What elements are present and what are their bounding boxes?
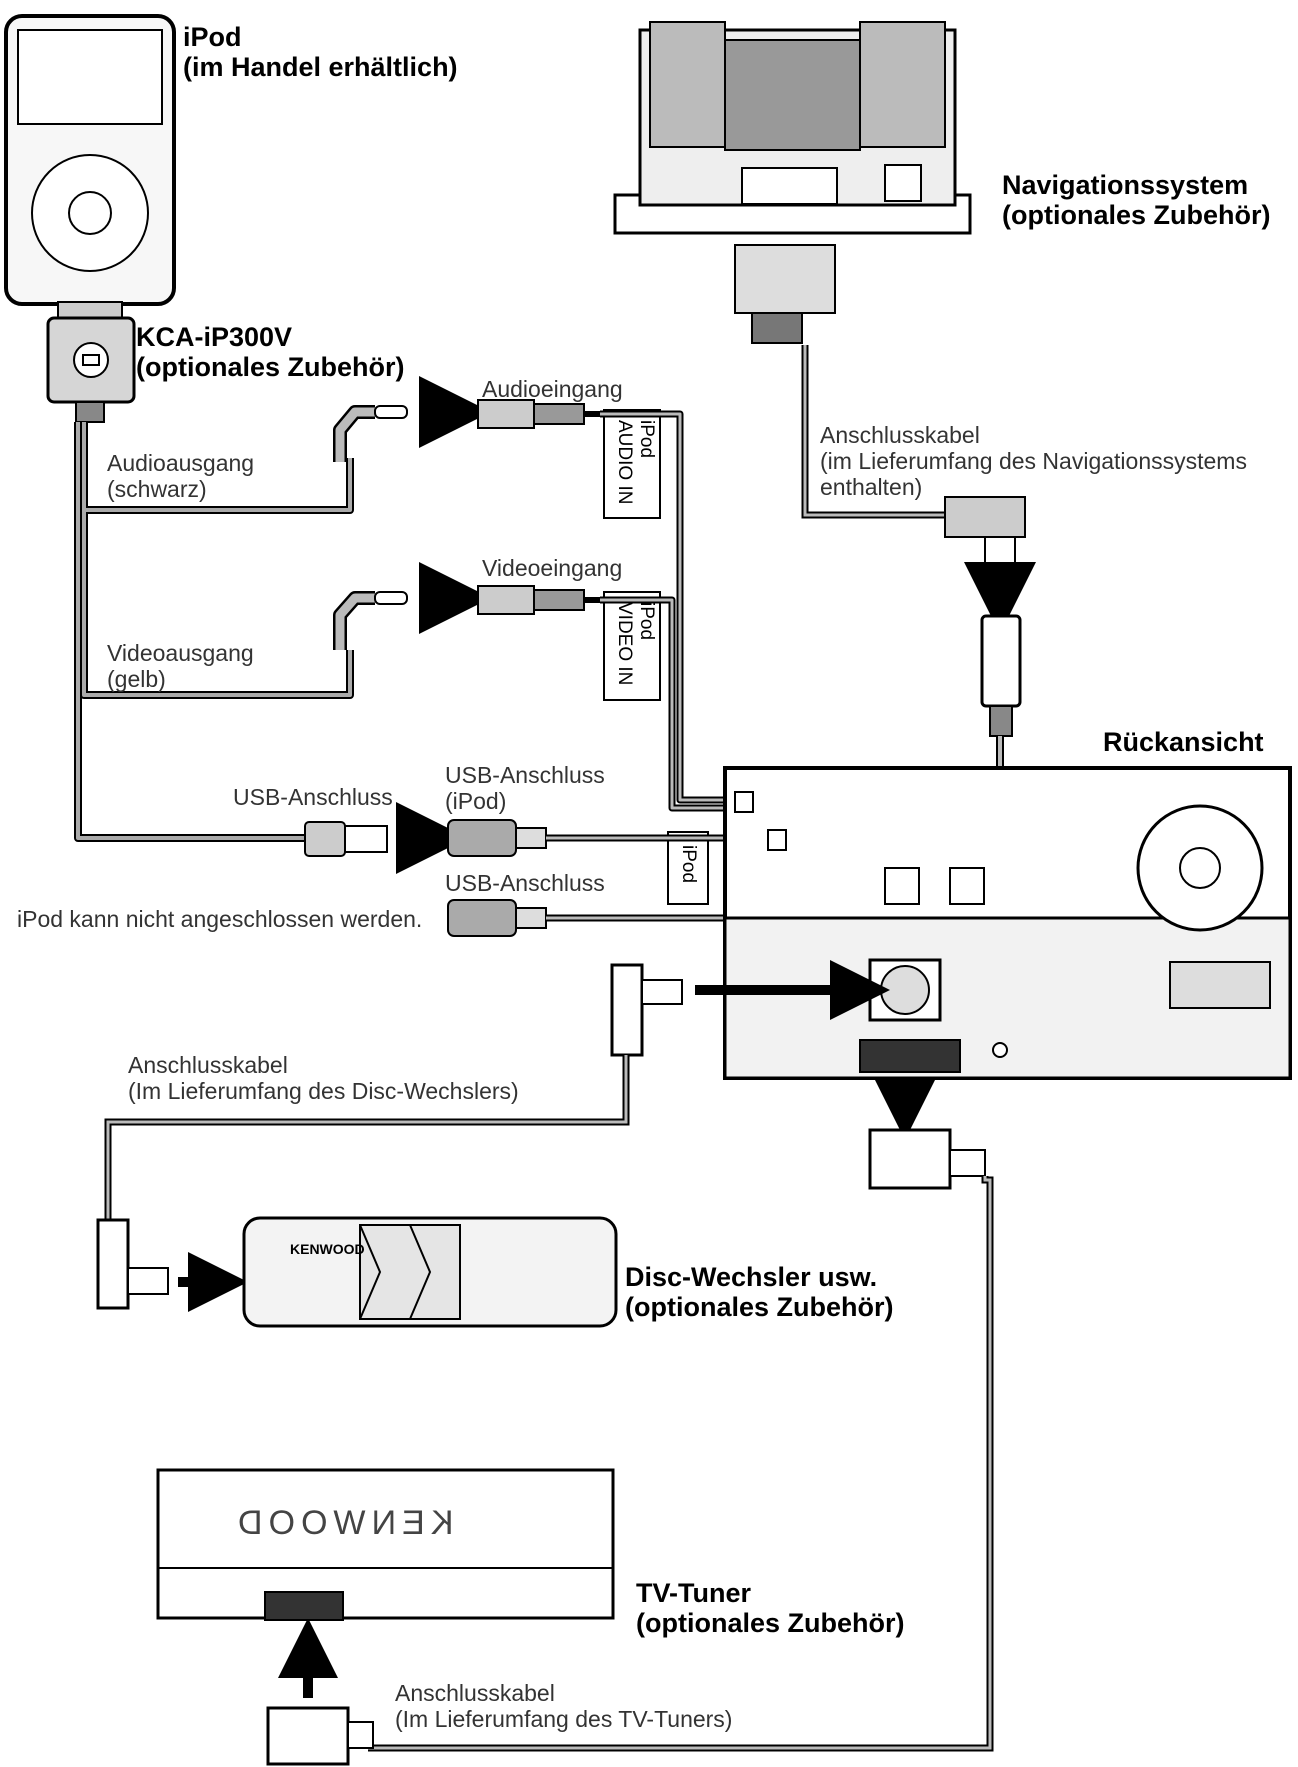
usb-port-label: USB-Anschluss <box>233 784 393 810</box>
usb-ipod-sub: (iPod) <box>445 788 507 814</box>
tv-cable-line2: (Im Lieferumfang des TV-Tuners) <box>395 1706 733 1732</box>
audio-in-jack <box>477 399 600 429</box>
usb-ipod-tag <box>667 831 709 905</box>
tag-video-line1: iPod <box>636 602 657 641</box>
rear-view-unit <box>723 766 1292 1080</box>
audio-in-label: Audioeingang <box>482 376 623 402</box>
video-out-label: Videoausgang <box>107 640 254 666</box>
kca-ip300v-connector <box>46 301 136 423</box>
kca-subtitle: (optionales Zubehör) <box>136 352 405 382</box>
disc-changer-subtitle: (optionales Zubehör) <box>625 1292 894 1322</box>
usb-plug <box>304 802 468 874</box>
disc-changer-device <box>242 1216 618 1328</box>
nav-cable-label: Anschlusskabel <box>820 422 980 448</box>
av-cables <box>600 410 740 812</box>
tag-audio-line2: AUDIO IN <box>614 420 635 505</box>
ipod-subtitle: (im Handel erhältlich) <box>183 52 458 82</box>
audio-in-tag <box>603 409 661 519</box>
audio-out-label: Audioausgang <box>107 450 255 476</box>
disc-changer-title: Disc-Wechsler usw. <box>625 1262 878 1292</box>
disc-changer-brand: KENWOOD <box>290 1241 365 1257</box>
disc-cable-line2: (Im Lieferumfang des Disc-Wechslers) <box>128 1078 519 1104</box>
tv-tuner-brand: KENWOOD <box>232 1504 454 1542</box>
tv-tuner-subtitle: (optionales Zubehör) <box>636 1608 905 1638</box>
video-in-label: Videoeingang <box>482 555 623 581</box>
tag-video-line2: VIDEO IN <box>614 602 635 686</box>
rear-view-title: Rückansicht <box>1103 727 1264 757</box>
tv-tuner-title: TV-Tuner <box>636 1578 752 1608</box>
nav-cable-line3: enthalten) <box>820 474 923 500</box>
ipod-title: iPod <box>183 22 242 52</box>
tag-audio-line1: iPod <box>636 420 657 459</box>
video-out-color: (gelb) <box>107 666 166 692</box>
audio-plug <box>333 376 491 462</box>
usb-other-label: USB-Anschluss <box>445 870 605 896</box>
disc-cable-label: Anschlusskabel <box>128 1052 288 1078</box>
kca-title: KCA-iP300V <box>136 322 293 352</box>
ipod-cannot-note: iPod kann nicht angeschlossen werden. <box>17 906 423 932</box>
tag-usb: iPod <box>678 845 699 884</box>
video-in-jack <box>477 585 600 615</box>
ipod-device <box>4 14 176 306</box>
navigation-title: Navigationssystem <box>1002 170 1249 200</box>
disc-changer-cable <box>96 960 890 1312</box>
tv-cable-label: Anschlusskabel <box>395 1680 555 1706</box>
nav-cable-line2: (im Lieferumfang des Navigationssystems <box>820 448 1247 474</box>
audio-out-color: (schwarz) <box>107 476 207 502</box>
video-plug <box>333 562 491 650</box>
navigation-subtitle: (optionales Zubehör) <box>1002 200 1271 230</box>
navigation-system <box>613 21 972 344</box>
kca-cables <box>74 422 354 842</box>
tv-tuner-device <box>156 1468 615 1621</box>
tv-tuner-cable <box>266 1080 994 1766</box>
video-in-tag <box>603 591 661 701</box>
usb-ipod-label: USB-Anschluss <box>445 762 605 788</box>
